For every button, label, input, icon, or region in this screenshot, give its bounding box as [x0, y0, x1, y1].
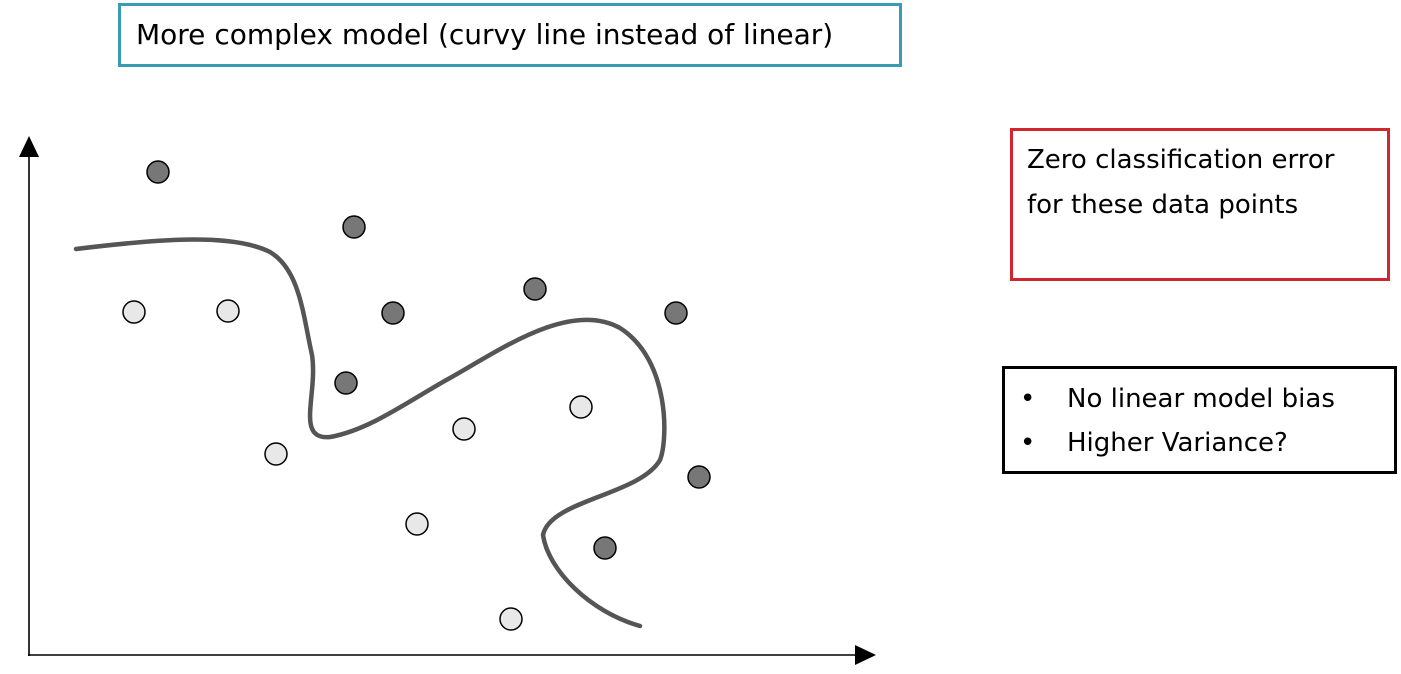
error-note-box: Zero classification error for these data… — [1010, 128, 1390, 281]
title-text: More complex model (curvy line instead o… — [136, 18, 834, 51]
light-point — [569, 395, 593, 419]
title-box: More complex model (curvy line instead o… — [118, 3, 902, 67]
bullet-text: No linear model bias — [1067, 384, 1335, 414]
dark-point — [523, 277, 547, 301]
bullets-box: • No linear model bias • Higher Variance… — [1002, 366, 1397, 474]
bullet-list: • No linear model bias • Higher Variance… — [1005, 369, 1394, 465]
dark-point — [342, 215, 366, 239]
light-point — [264, 442, 288, 466]
dark-point — [334, 371, 358, 395]
error-note-text: Zero classification error for these data… — [1027, 145, 1335, 220]
dark-point — [146, 160, 170, 184]
light-point — [405, 512, 429, 536]
dark-point — [381, 301, 405, 325]
bullet-icon: • — [1020, 384, 1036, 414]
light-point — [122, 300, 146, 324]
dark-points — [146, 160, 711, 560]
bullet-text: Higher Variance? — [1067, 428, 1288, 458]
dark-point — [593, 536, 617, 560]
light-point — [452, 417, 476, 441]
x-axis-arrow-icon — [855, 645, 876, 665]
light-points — [122, 299, 593, 631]
bullet-item: • No linear model bias — [1005, 377, 1394, 421]
scatter-diagram — [19, 136, 876, 665]
dark-point — [687, 465, 711, 489]
bullet-item: • Higher Variance? — [1005, 421, 1394, 465]
light-point — [499, 607, 523, 631]
decision-boundary — [73, 237, 667, 629]
y-axis-arrow-icon — [19, 136, 39, 157]
bullet-icon: • — [1020, 428, 1036, 458]
light-point — [216, 299, 240, 323]
dark-point — [664, 301, 688, 325]
